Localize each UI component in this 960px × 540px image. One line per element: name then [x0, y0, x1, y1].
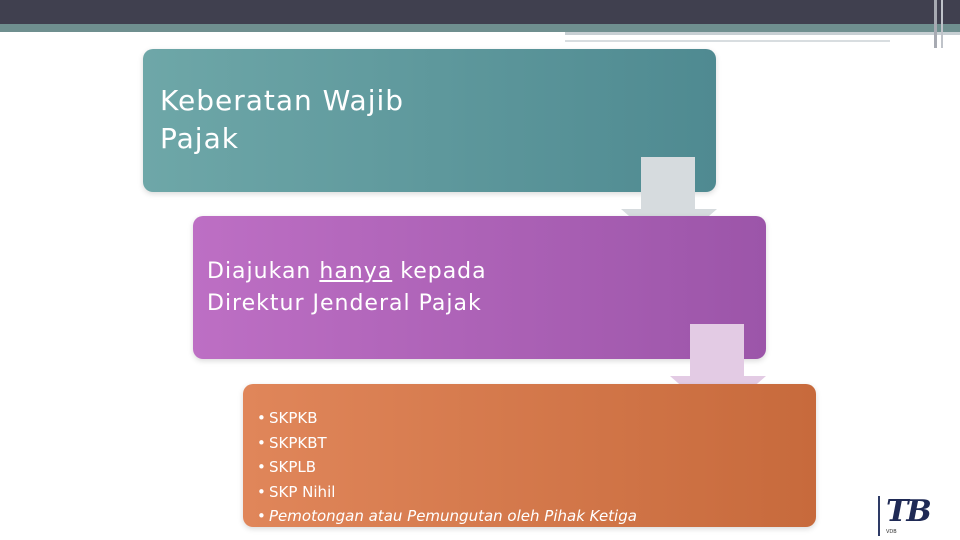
process-box-diajukan: Diajukan hanya kepada Direktur Jenderal … [193, 216, 766, 359]
box-title-line: Diajukan hanya kepada [207, 256, 627, 288]
box-title-line: Direktur Jenderal Pajak [207, 291, 482, 316]
decor-vertical-bar [941, 0, 943, 48]
top-accent-line [0, 24, 960, 32]
process-box-keberatan: Keberatan Wajib Pajak [143, 49, 716, 192]
list-item-label: SKPKBT [269, 433, 327, 452]
list-item: •SKPKB [257, 409, 318, 427]
list-item-label: SKPLB [269, 458, 317, 476]
box-title-line: Pajak [160, 122, 239, 155]
box-title: Keberatan Wajib Pajak [160, 82, 520, 158]
text-span: kepada [392, 259, 487, 284]
list-item-label: SKP Nihil [269, 482, 336, 501]
decor-line [565, 40, 890, 42]
list-item: •SKPKBT [257, 433, 327, 452]
box-title-line: Keberatan Wajib [160, 84, 405, 117]
brand-logo: TB VDB [878, 494, 960, 540]
underlined-word: hanya [319, 259, 393, 284]
list-item-label: SKPKB [269, 409, 318, 427]
list-item-label: Pemotongan atau Pemungutan oleh Pihak Ke… [269, 507, 637, 525]
logo-divider [878, 496, 880, 536]
box-title: Diajukan hanya kepada Direktur Jenderal … [207, 256, 627, 320]
decor-line [565, 32, 960, 35]
text-span: Diajukan [207, 259, 320, 284]
item-list: •SKPKB •SKPKBT •SKPLB •SKP Nihil •Pemoto… [257, 406, 677, 527]
logo-mark: TB [886, 494, 932, 529]
list-item: •SKP Nihil [257, 482, 336, 501]
decor-vertical-bar [934, 0, 937, 48]
process-box-atas-suatu: •SKPKB •SKPKBT •SKPLB •SKP Nihil •Pemoto… [243, 384, 816, 527]
top-bar [0, 0, 960, 24]
list-item: •SKPLB [257, 458, 317, 476]
list-item: •Pemotongan atau Pemungutan oleh Pihak K… [257, 507, 637, 525]
logo-small-text: VDB [886, 529, 897, 535]
